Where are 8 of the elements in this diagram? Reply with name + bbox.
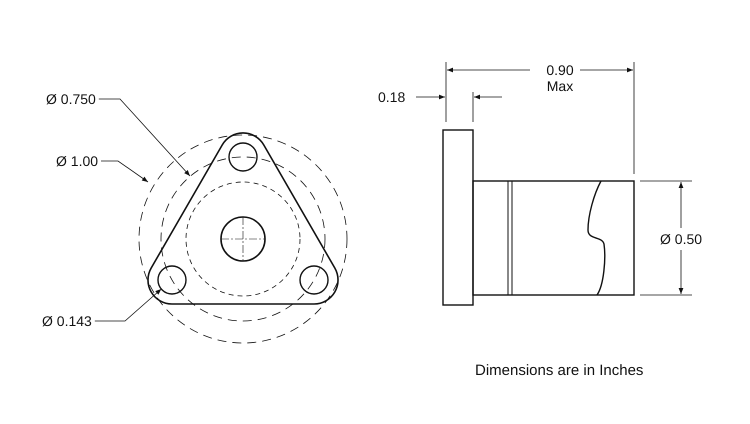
leader-line [98,98,190,176]
leader-line [100,160,148,182]
dimension-callout: Ø 1.00 [56,153,98,169]
dimension-callout: Ø 0.143 [42,313,92,329]
leader-line [94,288,162,322]
dimension-callout: Ø 0.750 [46,91,96,107]
dimension-label: Ø 0.50 [660,231,702,247]
dimension-label: 0.18 [378,89,406,105]
